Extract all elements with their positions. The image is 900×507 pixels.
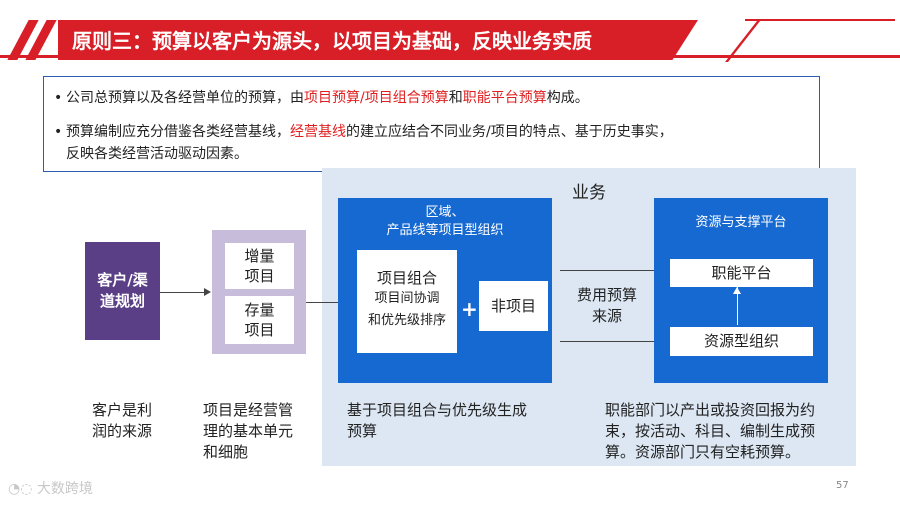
resource-org-box: 资源型组织 <box>670 327 813 356</box>
arrow-line <box>560 270 662 271</box>
bullet-dot: • <box>54 124 63 140</box>
project-caption: 项目是经营管 理的基本单元 和细胞 <box>203 401 294 461</box>
resource-platform-title: 资源与支撑平台 <box>695 215 787 230</box>
region-org-title: 区域、 产品线等项目型组织 <box>386 205 504 238</box>
connector-line <box>737 287 738 325</box>
bullet-2: •预算编制应充分借鉴各类经营基线，经营基线的建立应结合不同业务/项目的特点、基于… <box>54 121 673 143</box>
arrow-up-head <box>733 287 741 294</box>
functional-caption: 职能部门以产出或投资回报为约 束，按活动、科目、编制生成预 算。资源部门只有空耗… <box>605 401 816 461</box>
arrow-line <box>160 292 204 293</box>
bullet-box: •公司总预算以及各经营单位的预算，由项目预算/项目组合预算和职能平台预算构成。 … <box>43 76 820 172</box>
page-number: 57 <box>836 480 849 491</box>
portfolio-box: 项目组合 项目间协调 和优先级排序 <box>357 250 457 353</box>
arrow-line <box>306 302 350 303</box>
header-top-line <box>745 19 895 21</box>
arrow-head <box>204 288 211 296</box>
customer-box: 客户/渠 道规划 <box>85 242 160 340</box>
portfolio-caption: 基于项目组合与优先级生成 预算 <box>347 401 528 440</box>
header-band <box>58 20 698 60</box>
panel-title: 业务 <box>572 183 606 203</box>
bullet-dot: • <box>54 90 63 106</box>
fee-budget-label: 费用预算 来源 <box>576 286 637 325</box>
bullet-1: •公司总预算以及各经营单位的预算，由项目预算/项目组合预算和职能平台预算构成。 <box>54 87 589 109</box>
bullet-2-line2: 反映各类经营活动驱动因素。 <box>66 146 248 162</box>
customer-caption: 客户是利 润的来源 <box>92 401 153 440</box>
stock-project-box: 存量 项目 <box>225 296 294 344</box>
watermark-logo: ◔◌ 大数跨境 <box>8 481 93 497</box>
plus-sign: + <box>461 297 478 321</box>
slide-title: 原则三：预算以客户为源头，以项目为基础，反映业务实质 <box>72 29 592 53</box>
non-project-box: 非项目 <box>479 281 548 331</box>
functional-platform-box: 职能平台 <box>670 259 813 287</box>
arrow-line <box>560 341 662 342</box>
logo-icon: ◔◌ <box>8 481 37 497</box>
increment-project-box: 增量 项目 <box>225 243 294 289</box>
